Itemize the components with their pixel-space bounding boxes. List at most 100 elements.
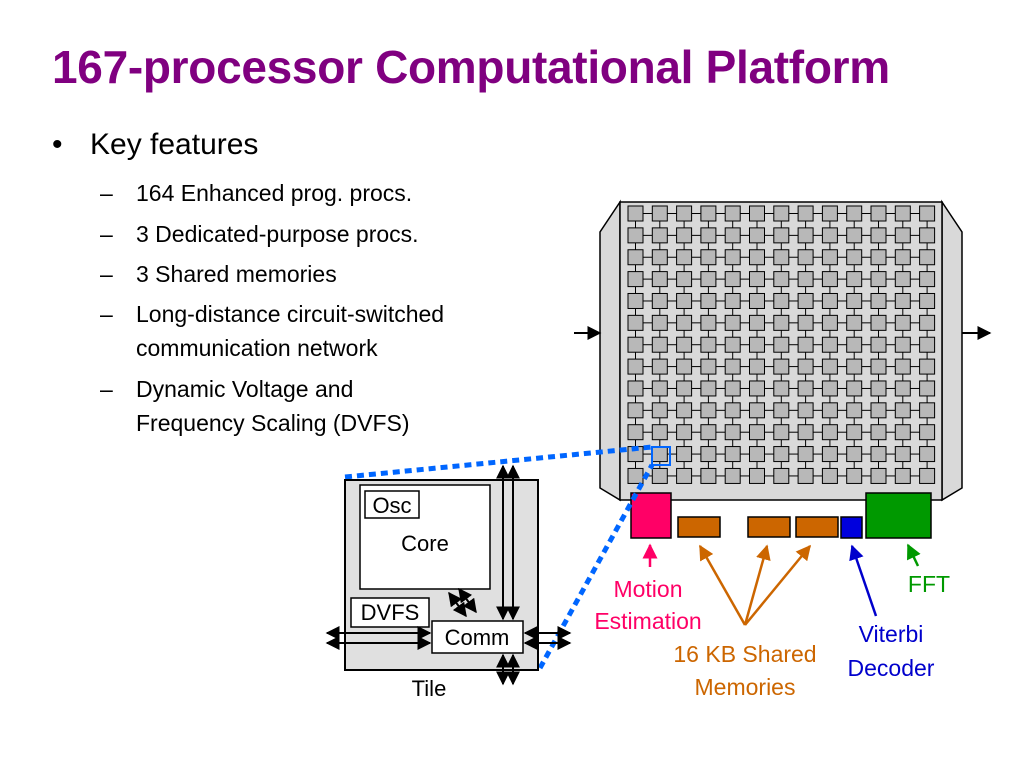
processor-tile: [676, 424, 693, 441]
processor-tile: [894, 446, 911, 463]
processor-tile: [700, 358, 717, 375]
sub-item-text: Long-distance circuit-switched: [136, 301, 445, 327]
processor-tile: [773, 446, 790, 463]
processor-tile: [821, 467, 838, 484]
processor-tile: [846, 292, 863, 309]
processor-tile: [724, 424, 741, 441]
fft-block: [865, 492, 932, 539]
processor-tile: [700, 380, 717, 397]
processor-tile: [676, 446, 693, 463]
zoom-line-bottom: [537, 463, 655, 670]
processor-tile: [821, 358, 838, 375]
processor-tile: [749, 292, 765, 309]
processor-tile: [700, 314, 717, 331]
chip-right-bevel: [941, 199, 963, 502]
shared-pointer-arrow-2: [743, 544, 771, 626]
tile-caption: Tile: [412, 676, 447, 701]
processor-tile: [870, 292, 887, 309]
shared-label-line2: Memories: [695, 674, 796, 700]
sub-item-text: 3 Shared memories: [136, 261, 337, 287]
processor-tile: [724, 380, 741, 397]
processor-tile: [724, 249, 741, 266]
chip-left-bevel: [599, 199, 621, 502]
processor-tile: [870, 380, 887, 397]
processor-tile: [700, 227, 717, 244]
processor-tile: [919, 402, 936, 419]
shared-pointer-arrow-3: [744, 544, 811, 626]
fft-label: FFT: [908, 571, 950, 597]
processor-tile: [676, 467, 693, 484]
processor-tile: [773, 424, 790, 441]
processor-tile: [627, 292, 644, 309]
processor-tile: [724, 271, 741, 288]
processor-tile: [870, 227, 887, 244]
shared-memory-block-1: [677, 516, 721, 538]
processor-tile: [651, 380, 668, 397]
processor-tile: [870, 271, 887, 288]
sub-item-text: Frequency Scaling (DVFS): [136, 410, 410, 436]
processor-tile: [676, 227, 693, 244]
processor-tile: [870, 446, 887, 463]
processor-tile: [651, 292, 668, 309]
processor-tile: [870, 358, 887, 375]
processor-tile: [919, 292, 936, 309]
processor-tile: [676, 292, 693, 309]
processor-tile: [846, 467, 863, 484]
processor-tile: [651, 446, 668, 463]
processor-tile: [894, 467, 911, 484]
dvfs-label: DVFS: [361, 600, 420, 625]
processor-tile: [846, 358, 863, 375]
processor-tile: [919, 227, 936, 244]
processor-tile: [846, 314, 863, 331]
processor-tile: [797, 205, 814, 222]
processor-tile: [797, 271, 814, 288]
shared-pointer-arrow-1: [698, 544, 747, 626]
processor-tile: [773, 402, 790, 419]
processor-tile: [749, 467, 765, 484]
processor-tile: [700, 336, 717, 353]
processor-tile: [894, 292, 911, 309]
processor-tile: [821, 205, 838, 222]
processor-tile: [651, 205, 668, 222]
processor-tile: [724, 205, 741, 222]
processor-tile: [894, 205, 911, 222]
viterbi-pointer-arrow: [849, 544, 878, 617]
processor-tile: [700, 424, 717, 441]
processor-tile: [676, 205, 693, 222]
core-label: Core: [401, 531, 449, 556]
processor-tile: [797, 467, 814, 484]
fft-pointer-arrow: [906, 543, 921, 567]
processor-tile: [724, 314, 741, 331]
processor-tile: [700, 205, 717, 222]
processor-tile: [821, 249, 838, 266]
processor-tile: [821, 424, 838, 441]
processor-tile: [627, 314, 644, 331]
comm-box: [431, 620, 524, 654]
processor-tile: [797, 446, 814, 463]
processor-tile: [627, 271, 644, 288]
processor-tile: [676, 358, 693, 375]
processor-tile: [627, 205, 644, 222]
processor-tile: [846, 205, 863, 222]
sub-item-text: 3 Dedicated-purpose procs.: [136, 221, 419, 247]
shared-memory-block-2: [747, 516, 791, 538]
processor-tile: [749, 380, 765, 397]
processor-tile: [870, 402, 887, 419]
processor-tile: [919, 205, 936, 222]
processor-tile: [821, 402, 838, 419]
processor-tile: [749, 358, 765, 375]
processor-tile: [773, 336, 790, 353]
processor-tile: [846, 380, 863, 397]
processor-tile: [627, 467, 644, 484]
processor-tile: [724, 358, 741, 375]
motion-estimation-block: [630, 492, 672, 539]
processor-tile: [773, 249, 790, 266]
dash-marker: –: [100, 221, 113, 247]
processor-tile: [846, 424, 863, 441]
processor-tile: [870, 424, 887, 441]
processor-tile: [870, 205, 887, 222]
sub-item-text: Dynamic Voltage and: [136, 376, 354, 402]
processor-tile: [821, 292, 838, 309]
dash-marker: –: [100, 261, 113, 287]
